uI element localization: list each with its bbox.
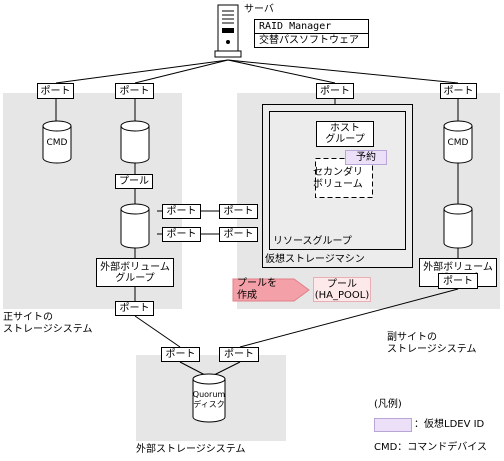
create-pool-callout-text: プールを 作成 xyxy=(237,278,277,301)
legend-virtual-ldev-swatch xyxy=(374,418,412,432)
server-icon xyxy=(214,4,242,60)
primary-external-volume xyxy=(120,203,150,249)
resource-group-label: リソースグループ xyxy=(273,236,352,247)
port-primary-pool: ポート xyxy=(115,83,154,99)
alternate-path-software-box: 交替パスソフトウェア xyxy=(254,33,369,48)
secondary-cmd-cylinder xyxy=(443,120,473,164)
primary-pool-volume xyxy=(120,120,150,164)
legend-virtual-ldev-label: ：仮想LDEV ID xyxy=(414,419,485,430)
port-link-1-left: ポート xyxy=(162,204,201,219)
port-external-left: ポート xyxy=(161,347,200,362)
reserved-id-badge: 予約 xyxy=(345,150,387,165)
secondary-site-label: 副サイトの ストレージシステム xyxy=(387,332,477,355)
legend-title: (凡例) xyxy=(374,399,402,410)
virtual-storage-label: 仮想ストレージマシン xyxy=(265,254,365,265)
secondary-volume-dashed xyxy=(315,158,373,198)
raid-manager-box: RAID Manager xyxy=(254,19,369,34)
port-primary-external: ポート xyxy=(115,301,154,316)
ha-pool-box: プール (HA_POOL) xyxy=(313,277,371,302)
primary-site-label: 正サイトの ストレージシステム xyxy=(3,312,93,335)
port-virtual-storage: ポート xyxy=(316,83,354,99)
primary-external-volume-group: 外部ボリューム グループ xyxy=(96,258,174,287)
primary-cmd-cylinder xyxy=(42,120,72,164)
host-group-box: ホスト グループ xyxy=(316,121,374,147)
port-secondary-cmd: ポート xyxy=(440,83,477,99)
external-storage-label: 外部ストレージシステム xyxy=(136,444,246,455)
port-external-right: ポート xyxy=(219,347,259,362)
primary-cmd-label: CMD xyxy=(46,138,68,148)
primary-pool-box: プール xyxy=(115,174,153,189)
quorum-disk-cylinder xyxy=(192,373,226,423)
legend-cmd-definition: CMD：コマンドデバイス xyxy=(374,442,488,453)
quorum-disk-label: Quorum ディスク xyxy=(192,390,226,409)
secondary-external-volume xyxy=(443,203,473,249)
create-pool-callout xyxy=(232,278,310,302)
port-primary-cmd: ポート xyxy=(37,83,74,99)
port-link-2-right: ポート xyxy=(219,227,258,242)
secondary-volume-label: セカンダリ ボリューム xyxy=(313,167,363,190)
port-secondary-external: ポート xyxy=(438,273,478,289)
server-label: サーバ xyxy=(244,4,274,15)
port-link-1-right: ポート xyxy=(219,204,258,219)
secondary-cmd-label: CMD xyxy=(447,138,469,148)
port-link-2-left: ポート xyxy=(162,227,201,242)
